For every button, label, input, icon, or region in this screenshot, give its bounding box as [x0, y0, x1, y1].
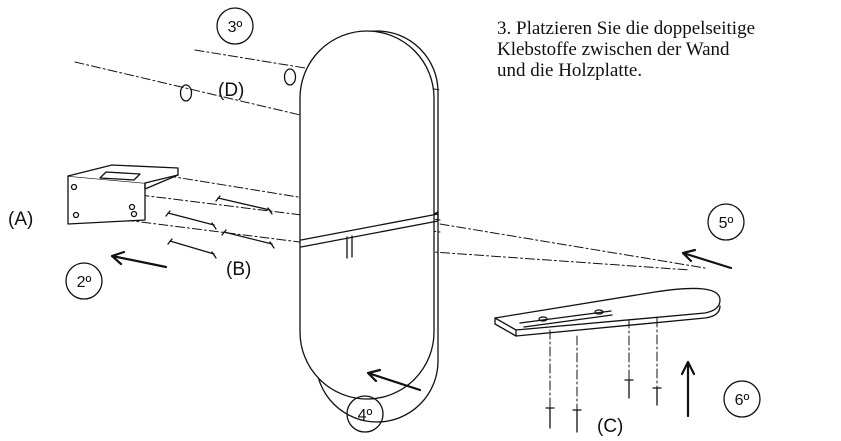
backboard-groove-slot: [346, 235, 353, 259]
adhesive-pad-left: [179, 84, 193, 102]
bracket-hole-1: [70, 183, 78, 191]
bracket-shelf-edge: [144, 174, 179, 190]
shelf-hole-1: [538, 316, 548, 322]
step-3-label: 3º: [228, 19, 243, 36]
shelf-hole-2: [594, 309, 604, 315]
step-2-label: 2º: [77, 274, 92, 291]
guide-line-bracket-low: [124, 219, 301, 243]
arrow-step-4: [366, 368, 422, 392]
bracket-plate: [67, 175, 146, 225]
step-4-label: 4º: [358, 407, 373, 424]
backboard-front-outline: [299, 30, 435, 400]
bracket-hole-2: [72, 211, 80, 219]
step-2-circle: [65, 262, 103, 300]
backboard-groove: [300, 211, 439, 248]
shelf-screws: [545, 379, 662, 433]
screw-c-1: [545, 407, 555, 429]
direction-arrows: [110, 248, 733, 418]
shelf-top: [494, 287, 721, 331]
arrow-step-6: [680, 360, 696, 418]
part-label-a: (A): [8, 209, 33, 230]
screw-b-1: [215, 195, 273, 215]
arrow-step-2: [110, 250, 168, 269]
instruction-line-1: 3. Platzieren Sie die doppelseitige: [497, 18, 756, 39]
instruction-line-3: und die Holzplatte.: [497, 60, 643, 81]
instruction-text: 3. Platzieren Sie die doppelseitige Kleb…: [497, 18, 837, 81]
screw-c-4: [652, 387, 662, 406]
bracket-hole-3: [128, 203, 136, 211]
screw-b-2: [165, 210, 217, 230]
part-label-c: (C): [597, 416, 623, 437]
part-label-b: (B): [226, 259, 251, 280]
screw-c-3: [624, 379, 634, 399]
step-6-circle: [723, 380, 761, 418]
step-5-circle: [707, 203, 745, 241]
metal-bracket: [67, 164, 179, 225]
part-label-d: (D): [218, 80, 244, 101]
step-6-label: 6º: [735, 392, 750, 409]
bracket-shelf: [67, 164, 179, 184]
arrow-step-5: [681, 248, 733, 270]
wooden-backboard: [299, 30, 439, 423]
bracket-hole-4: [130, 210, 138, 218]
screw-b-4: [167, 238, 217, 259]
wooden-shelf: [494, 287, 721, 337]
bracket-lip: [99, 171, 141, 181]
shelf-side-edge: [515, 305, 721, 337]
guide-line-shelf-back: [439, 223, 706, 269]
step-5-label: 5º: [719, 215, 734, 232]
screw-b-3: [221, 229, 275, 249]
step-4-circle: [346, 395, 384, 433]
step-3-circle: [216, 7, 254, 45]
adhesive-pad-right: [283, 68, 297, 86]
guide-line-adhesive-lower: [74, 61, 331, 123]
instruction-line-2: Klebstoffe zwischen der Wand: [497, 39, 730, 60]
shelf-front-edge: [494, 317, 517, 337]
screw-c-2: [572, 409, 582, 433]
wood-screws: [165, 195, 275, 259]
